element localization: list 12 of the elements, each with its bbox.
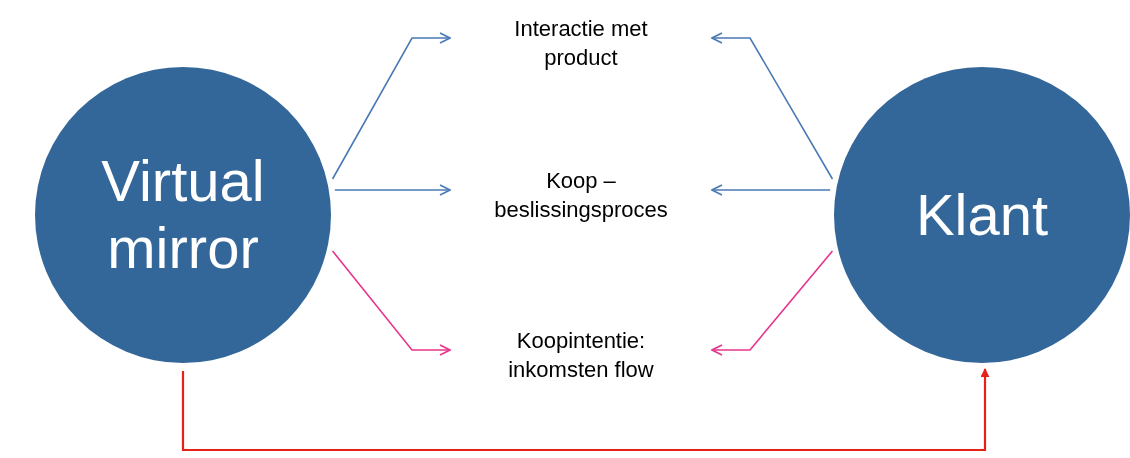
arrow	[181, 368, 990, 452]
arrow	[334, 184, 451, 196]
node-label: Klant	[915, 181, 1049, 249]
arrow	[711, 184, 831, 196]
node-label: Interactie met product	[513, 15, 649, 72]
arrow	[331, 32, 451, 180]
node-label: Koop – beslissingsproces	[493, 167, 669, 224]
arrow	[711, 32, 834, 180]
node-label: Koopintentie: inkomsten flow	[507, 327, 655, 384]
arrow	[331, 250, 451, 356]
node-label: Virtual mirror	[100, 148, 266, 282]
arrow	[711, 250, 834, 356]
